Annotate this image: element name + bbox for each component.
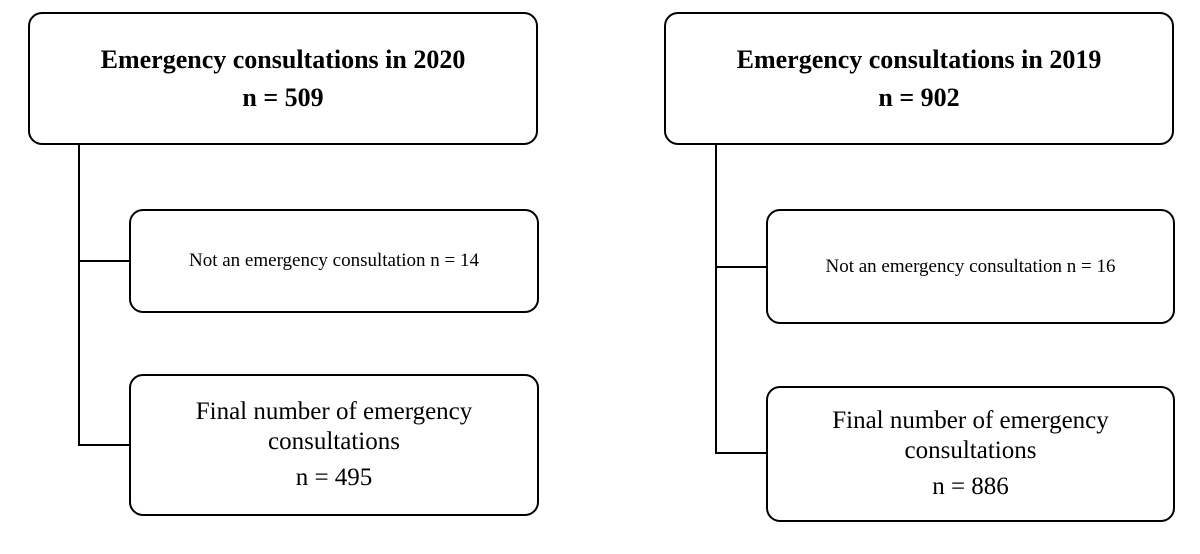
connector-trunk-2019 bbox=[715, 145, 717, 454]
final-consultations-2020-box: Final number of emergency consultations … bbox=[129, 374, 539, 516]
connector-to-final-2019 bbox=[715, 452, 766, 454]
total-consultations-2020-box: Emergency consultations in 2020 n = 509 bbox=[28, 12, 538, 145]
exclusion-text: Not an emergency consultation n = 14 bbox=[188, 250, 480, 271]
exclusion-text: Not an emergency consultation n = 16 bbox=[825, 255, 1116, 277]
box-count: n = 902 bbox=[878, 82, 960, 112]
final-label-line2: consultations bbox=[268, 428, 400, 455]
box-title: Emergency consultations in 2020 bbox=[100, 44, 466, 74]
final-consultations-2019-box: Final number of emergency consultations … bbox=[766, 386, 1175, 522]
final-count: n = 886 bbox=[932, 473, 1009, 500]
final-label-line2: consultations bbox=[904, 437, 1037, 464]
exclusion-2019-box: Not an emergency consultation n = 16 bbox=[766, 209, 1175, 324]
exclusion-2020-box: Not an emergency consultation n = 14 bbox=[129, 209, 539, 313]
total-consultations-2019-box: Emergency consultations in 2019 n = 902 bbox=[664, 12, 1174, 145]
final-count: n = 495 bbox=[295, 464, 373, 491]
connector-to-exclusion-2019 bbox=[715, 266, 766, 268]
final-label-line1: Final number of emergency bbox=[195, 398, 473, 425]
box-count: n = 509 bbox=[242, 82, 324, 112]
connector-to-final-2020 bbox=[78, 444, 129, 446]
final-label-line1: Final number of emergency bbox=[832, 407, 1109, 434]
box-title: Emergency consultations in 2019 bbox=[736, 44, 1102, 74]
connector-trunk-2020 bbox=[78, 145, 80, 446]
connector-to-exclusion-2020 bbox=[78, 260, 129, 262]
